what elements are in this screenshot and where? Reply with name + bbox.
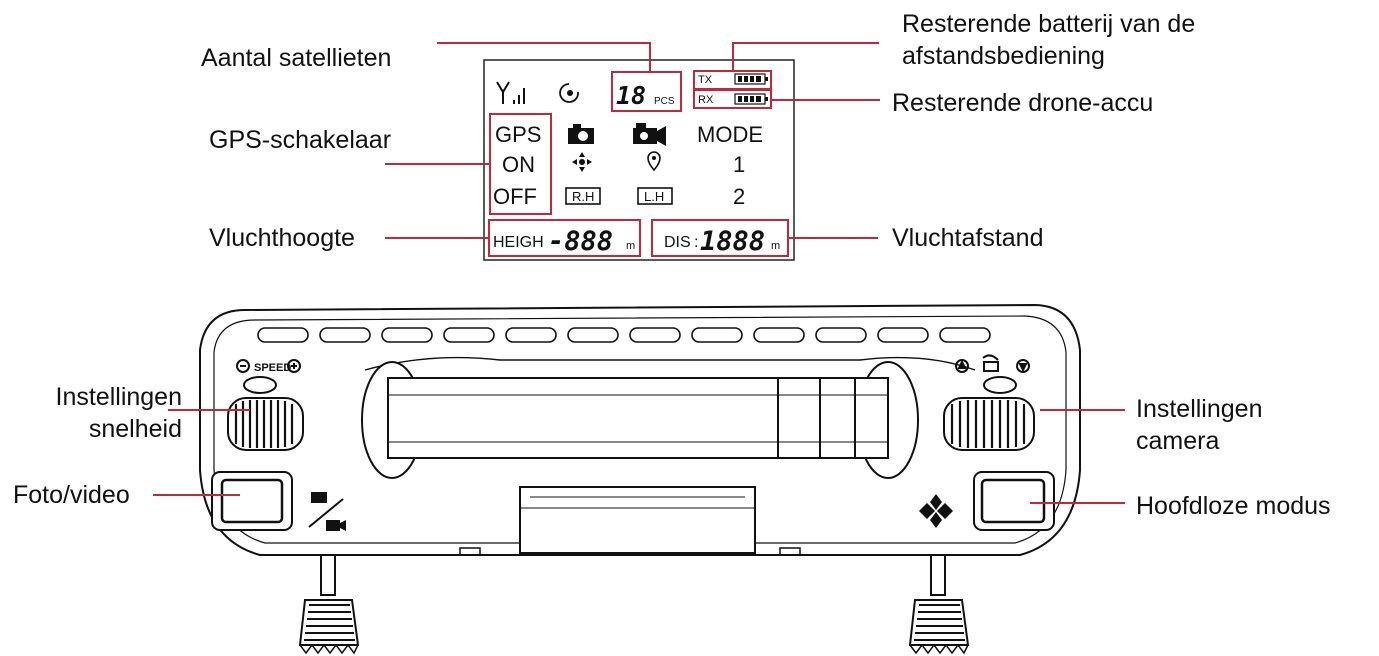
- lcd-mode: MODE: [697, 122, 763, 147]
- remote-controller: SPEED: [199, 303, 1081, 655]
- label-tx-battery-line1: Resterende batterij van de: [902, 10, 1196, 38]
- label-tx-battery-line2: afstandsbediening: [902, 42, 1105, 70]
- callout-lines: [385, 42, 880, 257]
- photo-camera-icon: [568, 124, 594, 144]
- label-speed-line2: snelheid: [88, 415, 182, 443]
- lcd-distance-label: DIS: [664, 234, 691, 251]
- headless-mode-icon: [919, 494, 953, 528]
- vent-slots: [257, 327, 991, 343]
- speed-plus-icon: [287, 359, 301, 373]
- lcd-gps-off: OFF: [493, 184, 537, 209]
- lcd-gps-on: ON: [502, 152, 535, 177]
- camera-tilt-icon: [982, 354, 999, 372]
- lcd-distance-unit: m: [771, 240, 780, 252]
- photo-video-button[interactable]: [211, 471, 293, 531]
- lcd-left-hand: L.H: [644, 189, 664, 204]
- label-headless-mode: Hoofdloze modus: [1136, 492, 1331, 520]
- right-stick[interactable]: [908, 554, 970, 655]
- label-rx-battery: Resterende drone-accu: [892, 89, 1154, 117]
- callout-line-satellites: [437, 42, 651, 72]
- left-stick[interactable]: [298, 554, 360, 655]
- lcd-mode-2: 2: [733, 184, 745, 209]
- tx-indicator: TX: [698, 74, 713, 86]
- lcd-right-hand: R.H: [572, 189, 594, 204]
- label-satellites: Aantal satellieten: [201, 44, 392, 72]
- camera-tilt-down-icon: [1016, 359, 1030, 373]
- speed-label: SPEED: [254, 362, 291, 374]
- label-camera-line1: Instellingen: [1136, 395, 1263, 423]
- lcd-distance-value: 1888: [700, 226, 765, 257]
- compass-icon: [559, 83, 579, 103]
- camera-tilt-up-icon: [955, 359, 969, 373]
- label-flight-height: Vluchthoogte: [209, 224, 355, 252]
- signal-icon: [496, 81, 525, 104]
- label-flight-distance: Vluchtafstand: [892, 224, 1044, 252]
- headless-small-icon: [572, 152, 592, 172]
- headless-mode-button[interactable]: [973, 471, 1055, 531]
- rx-indicator: RX: [698, 94, 714, 106]
- phone-holder: [361, 361, 919, 479]
- antenna-tray: [519, 486, 756, 554]
- satellite-unit: PCS: [654, 96, 675, 107]
- label-photo-video: Foto/video: [13, 481, 130, 509]
- return-home-icon: [647, 151, 661, 172]
- lcd-height-unit: m: [626, 240, 635, 252]
- tx-battery-icon: [734, 73, 768, 85]
- lcd-height-value: -888: [548, 226, 613, 257]
- label-camera-line2: camera: [1136, 427, 1220, 455]
- rx-battery-icon: [734, 93, 768, 105]
- callout-box-satellites: [611, 71, 682, 112]
- video-camera-icon: [633, 123, 666, 146]
- svg-text::: :: [694, 234, 698, 251]
- satellite-count: 18: [616, 81, 646, 110]
- speed-minus-icon: [236, 359, 250, 373]
- camera-wheel[interactable]: [943, 376, 1035, 451]
- photo-video-icon: [308, 492, 346, 531]
- label-speed-line1: Instellingen: [55, 383, 182, 411]
- label-gps-switch: GPS-schakelaar: [209, 126, 392, 154]
- lcd-mode-1: 1: [733, 152, 745, 177]
- lcd-gps: GPS: [495, 122, 541, 147]
- callout-line-tx: [732, 42, 879, 71]
- lcd-height-label: HEIGH: [493, 234, 544, 251]
